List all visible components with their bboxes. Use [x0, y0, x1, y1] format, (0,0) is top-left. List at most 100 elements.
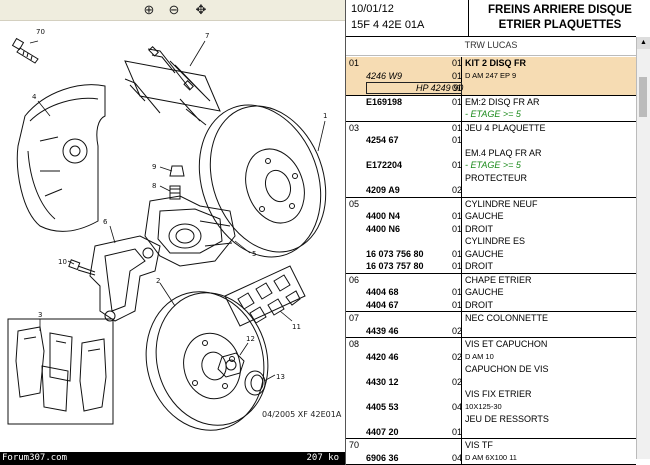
part-quantity: 01	[452, 83, 463, 93]
part-reference[interactable]: HP 4249 90	[416, 83, 464, 93]
part-quantity: 01	[452, 261, 463, 271]
part-quantity: 01	[452, 223, 463, 234]
brand-label: TRW LUCAS	[464, 40, 518, 50]
part-reference[interactable]: 4430 12	[366, 376, 399, 387]
part-description: KIT 2 DISQ FR	[465, 58, 527, 68]
part-reference[interactable]: 4400 N4	[366, 211, 401, 221]
part-description: 10X125-30	[465, 401, 502, 411]
part-reference[interactable]: 4439 46	[366, 325, 399, 336]
scroll-thumb[interactable]	[639, 77, 647, 117]
zoom-out-icon[interactable]: ⊖	[168, 2, 180, 17]
part-reference[interactable]: 4405 53	[366, 401, 399, 412]
part-description: D AM 6X100 11	[465, 452, 517, 462]
callout-9: 9	[152, 163, 156, 171]
part-quantity: 02	[452, 351, 463, 362]
part-description: EM.4 PLAQ FR AR	[465, 147, 542, 158]
parts-row[interactable]: PROTECTEUR	[346, 172, 636, 185]
part-reference[interactable]: 4209 A9	[366, 185, 400, 195]
parts-row[interactable]: 4254 67 01	[346, 134, 636, 147]
lower-disc-part	[145, 291, 269, 431]
part-reference[interactable]: 16 073 756 80	[366, 248, 424, 259]
callout-5: 5	[252, 250, 256, 258]
part-description: CHAPE ETRIER	[465, 274, 532, 285]
pan-icon[interactable]: ✥	[195, 2, 207, 17]
parts-row[interactable]: 4209 A9 02	[346, 184, 636, 197]
parts-row[interactable]: CYLINDRE ES	[346, 235, 636, 248]
part-reference[interactable]: 4407 20	[366, 426, 399, 437]
part-quantity: 01	[452, 135, 463, 145]
part-reference[interactable]: 4404 67	[366, 299, 399, 310]
part-description: DROIT	[465, 223, 493, 234]
part-description: - ETAGE >= 5	[465, 109, 521, 119]
part-reference[interactable]: 4400 N6	[366, 223, 401, 234]
part-description: JEU DE RESSORTS	[465, 414, 549, 424]
scroll-up-icon[interactable]: ▲	[637, 37, 650, 49]
part-reference[interactable]: 4420 46	[366, 351, 399, 362]
section-number: 08	[349, 339, 360, 349]
part-description: JEU 4 PLAQUETTE	[465, 122, 546, 133]
part-reference[interactable]: 16 073 757 80	[366, 261, 424, 271]
part-reference[interactable]: 4246 W9	[366, 70, 403, 81]
part-reference[interactable]: 6906 36	[366, 452, 399, 463]
parts-row[interactable]: JEU DE RESSORTS	[346, 413, 636, 426]
part-quantity: 01	[452, 96, 463, 107]
parts-row[interactable]: - ETAGE >= 5	[346, 108, 636, 121]
parts-row[interactable]: EM.4 PLAQ FR AR	[346, 147, 636, 160]
parts-row[interactable]: VIS FIX ETRIER	[346, 388, 636, 401]
viewer-toolbar: ⊕ ⊖ ✥	[0, 0, 345, 21]
zoom-in-icon[interactable]: ⊕	[143, 2, 155, 17]
brake-exploded-diagram: 70 7 4 1 9 8 6 5 10 2 3 12 11 13	[7, 28, 327, 431]
part-quantity: 01	[452, 70, 463, 81]
vertical-scrollbar[interactable]: ▲	[636, 37, 650, 459]
screw-cap-part	[169, 165, 185, 200]
forum-name: Forum307.com	[2, 453, 68, 463]
parts-row[interactable]: CAPUCHON DE VIS	[346, 363, 636, 376]
part-reference[interactable]: 4404 68	[366, 287, 399, 297]
part-reference[interactable]: E169198	[366, 96, 403, 107]
part-reference[interactable]: 4254 67	[366, 135, 399, 145]
part-quantity: 04	[452, 401, 463, 412]
part-quantity: 01	[452, 287, 463, 297]
part-quantity: 02	[452, 185, 463, 195]
caliper-part	[144, 195, 236, 267]
page-title: FREINS ARRIERE DISQUE ETRIER PLAQUETTES	[468, 0, 650, 36]
callout-2: 2	[156, 277, 160, 285]
callout-10: 10	[58, 258, 67, 266]
parts-panel: 10/01/12 15F 4 42E 01A FREINS ARRIERE DI…	[345, 0, 650, 465]
callout-13: 13	[276, 373, 285, 381]
part-reference[interactable]: E172204	[366, 160, 403, 170]
section-number: 70	[349, 440, 360, 450]
